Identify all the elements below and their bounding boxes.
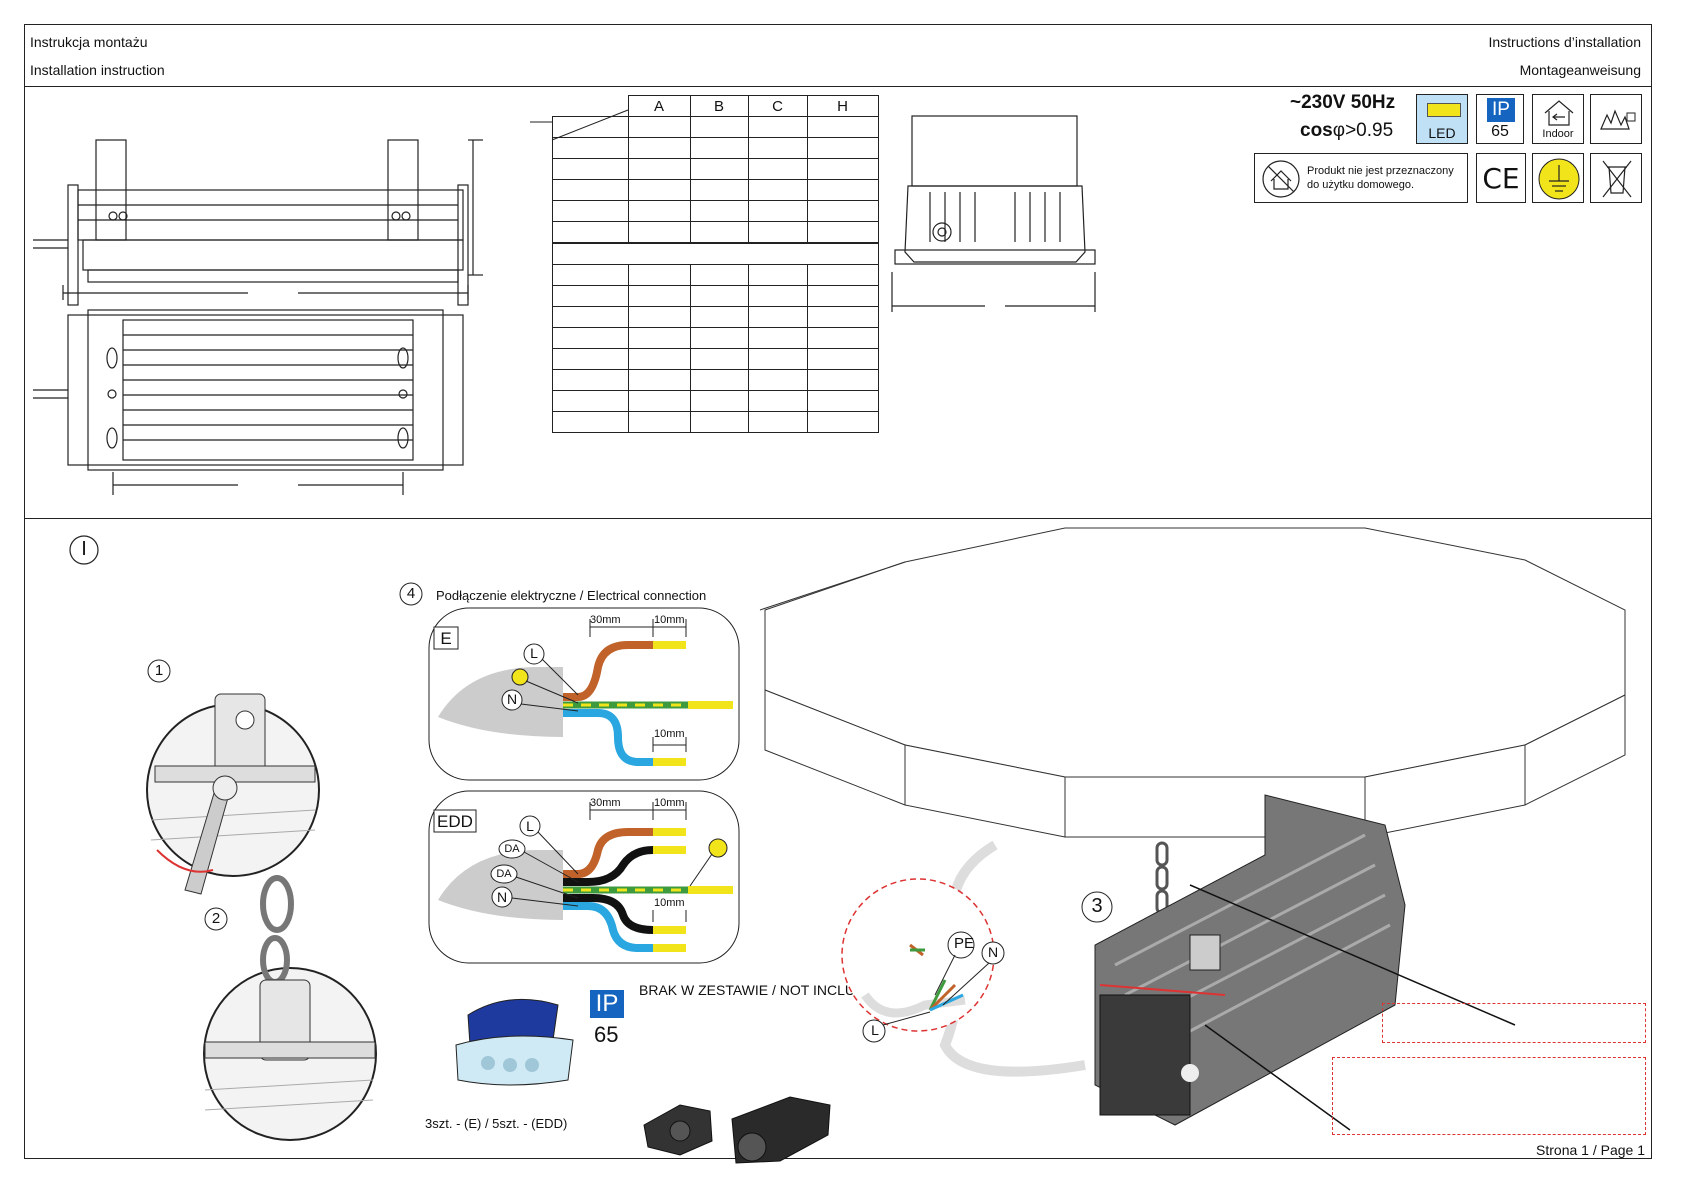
bracket-detail-illustration (146, 693, 320, 895)
not-included-note: BRAK W ZESTAWIE / NOT INCLUDED (639, 982, 885, 998)
wiring-edd-N: N (496, 889, 508, 905)
cos-value: >0.95 (1345, 120, 1394, 141)
plug-connector-illustration (643, 1096, 831, 1164)
ip-label: IP (1487, 98, 1515, 122)
not-for-household-badge: Produkt nie jest przeznaczony do użytku … (1254, 153, 1468, 203)
step1-marker (147, 659, 171, 683)
ce-badge: CE (1476, 153, 1526, 203)
wiring-e-dim2: 10mm (654, 614, 685, 626)
wiring-edd-label: EDD (437, 812, 473, 831)
luminaire-technical-drawing (33, 139, 483, 495)
section-roman: I (81, 538, 87, 560)
section-marker (69, 535, 99, 565)
crossed-bin-icon (1602, 160, 1632, 198)
weee-badge (1590, 153, 1642, 203)
warning-line-2: do użytku domowego. (1307, 179, 1415, 191)
cos-label: cos (1300, 120, 1333, 141)
step2-number: 2 (211, 910, 221, 927)
voltage-rating: ~230V 50Hz (1290, 92, 1396, 113)
wire-connector-illustration (455, 998, 574, 1086)
annotation-box-2 (1332, 1057, 1646, 1135)
ip-badge: IP 65 (1476, 94, 1524, 144)
step4-marker (399, 582, 423, 606)
page-frame (24, 24, 1652, 1159)
connector-quantity: 3szt. - (E) / 5szt. - (EDD) (425, 1116, 568, 1131)
ground-icon (1538, 158, 1580, 200)
step3-marker (1081, 891, 1113, 923)
wiring-e-diagram (428, 607, 740, 781)
indoor-badge: Indoor (1532, 94, 1584, 144)
header-divider (24, 86, 1652, 87)
col-h: H (806, 95, 879, 117)
detail-L: L (871, 1022, 879, 1038)
wiring-edd-diagram (428, 790, 740, 964)
step4-number: 4 (406, 585, 416, 602)
step3-number: 3 (1091, 895, 1103, 917)
power-factor: cosφ>0.95 (1300, 120, 1393, 142)
ip-value: 65 (1491, 123, 1509, 140)
step2-marker (204, 907, 228, 931)
col-b: B (689, 95, 749, 117)
wiring-edd-dim1: 30mm (590, 797, 621, 809)
wiring-e-dim1: 30mm (590, 614, 621, 626)
wiring-e-L: L (530, 645, 538, 661)
annotation-box-1 (1382, 1003, 1646, 1043)
dimension-table: A B C H (552, 95, 879, 433)
col-c: C (747, 95, 808, 117)
indoor-house-icon (1544, 100, 1574, 126)
page-number: Strona 1 / Page 1 (1536, 1142, 1645, 1158)
connectors-ip-value: 65 (594, 1022, 619, 1047)
title-de: Montageanweisung (1519, 62, 1641, 78)
col-a: A (627, 95, 691, 117)
warning-line-1: Produkt nie jest przeznaczony (1307, 165, 1454, 177)
title-pl: Instrukcja montażu (30, 34, 148, 50)
wiring-edd-dim2: 10mm (654, 797, 685, 809)
step4-title: Podłączenie elektryczne / Electrical con… (436, 588, 707, 603)
wiring-edd-DA1: DA (504, 843, 520, 855)
environment-badge (1590, 94, 1642, 144)
ce-mark: CE (1482, 162, 1520, 195)
wiring-e-N: N (506, 691, 518, 707)
section-divider (24, 518, 1652, 519)
detail-N: N (987, 944, 999, 960)
ceiling-mount-illustration (759, 527, 1626, 1131)
luminaire-front-view (891, 115, 1096, 312)
warning-text: Produkt nie jest przeznaczony do użytku … (1307, 164, 1454, 192)
chain-hook-illustration (203, 875, 377, 1141)
led-lamp-icon (1427, 103, 1461, 117)
title-fr: Instructions d’installation (1488, 34, 1641, 50)
phi-symbol: φ (1332, 120, 1346, 141)
led-badge: LED (1416, 94, 1468, 144)
title-en: Installation instruction (30, 62, 165, 78)
e-label-box (433, 626, 459, 650)
wiring-edd-L: L (526, 818, 534, 834)
plant-icon (1600, 109, 1636, 130)
ground-badge (1532, 153, 1584, 203)
indoor-label: Indoor (1542, 128, 1574, 140)
no-household-icon (1262, 160, 1300, 198)
connectors-ip-label: IP (590, 990, 624, 1018)
step1-number: 1 (154, 662, 164, 679)
wiring-edd-DA2: DA (496, 868, 512, 880)
detail-PE: PE (953, 935, 974, 952)
wiring-e-label: E (440, 629, 452, 648)
wiring-e-dim3: 10mm (654, 728, 685, 740)
led-label: LED (1428, 125, 1456, 141)
wiring-edd-dim3: 10mm (654, 897, 685, 909)
